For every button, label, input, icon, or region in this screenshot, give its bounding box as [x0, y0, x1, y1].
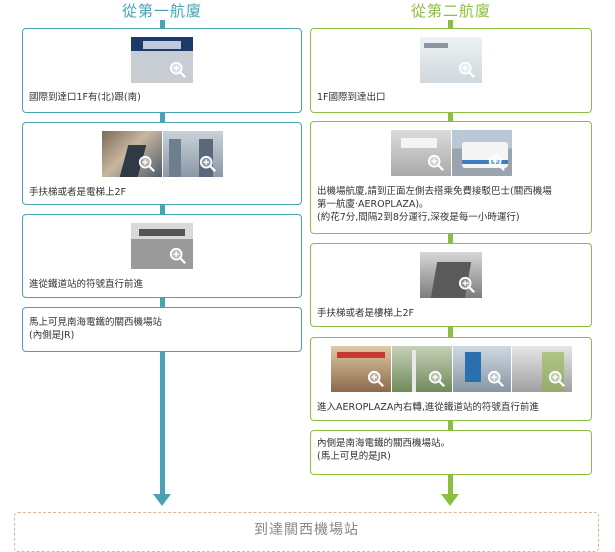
t2-step2-caption-line2: 第一航廈‧AEROPLAZA)。: [317, 199, 429, 210]
t1-step2-photo-2[interactable]: [162, 131, 223, 177]
t2-step4-photo-1[interactable]: [330, 346, 391, 392]
t1-step1-photo[interactable]: [131, 37, 193, 83]
t2-step3-photo[interactable]: [420, 252, 482, 298]
terminal2-arrow-down-icon: [441, 494, 459, 506]
zoom-icon[interactable]: [458, 276, 476, 294]
t2-step-1: 1F國際到達出口: [310, 28, 592, 113]
zoom-icon[interactable]: [428, 370, 446, 388]
t2-step2-photo-2[interactable]: [451, 130, 512, 176]
t2-step4-photo-4[interactable]: [511, 346, 572, 392]
t1-step-3: 進從鐵道站的符號直行前進: [22, 214, 302, 298]
t2-step4-photo-2[interactable]: [391, 346, 452, 392]
t2-step-5: 內側是南海電鐵的關西機場站。 (馬上可見的是JR): [310, 430, 592, 475]
zoom-icon[interactable]: [458, 61, 476, 79]
t1-step-1: 國際到達口1F有(北)跟(南): [22, 28, 302, 113]
t2-step4-photo-3[interactable]: [452, 346, 511, 392]
t2-step2-caption-line1: 出機場航廈,請到正面左側去搭乘免費接駁巴士(關西機場: [317, 186, 552, 197]
t2-step5-caption-line1: 內側是南海電鐵的關西機場站。: [317, 438, 451, 449]
zoom-icon[interactable]: [487, 370, 505, 388]
t1-step-2: 手扶梯或者是電梯上2F: [22, 122, 302, 205]
zoom-icon[interactable]: [548, 370, 566, 388]
t2-step3-caption: 手扶梯或者是樓梯上2F: [317, 308, 415, 319]
t2-step5-caption-line2: (馬上可見的是JR): [317, 451, 391, 462]
t1-step-4: 馬上可見南海電鐵的關西機場站 (內側是JR): [22, 307, 302, 352]
terminal1-title: 從第一航廈: [121, 2, 202, 20]
zoom-icon[interactable]: [427, 154, 445, 172]
t2-step-4: 進入AEROPLAZA內右轉,進從鐵道站的符號直行前進: [310, 337, 592, 421]
t2-step1-caption: 1F國際到達出口: [317, 92, 386, 103]
destination-box: 到達關西機場站: [14, 512, 599, 552]
t1-step2-photo-1[interactable]: [101, 131, 162, 177]
zoom-icon[interactable]: [199, 155, 217, 173]
t1-step4-caption-line1: 馬上可見南海電鐵的關西機場站: [29, 317, 163, 328]
t2-step2-photo-1[interactable]: [390, 130, 451, 176]
terminal2-title: 從第二航廈: [410, 2, 491, 20]
t2-step4-caption: 進入AEROPLAZA內右轉,進從鐵道站的符號直行前進: [317, 402, 539, 413]
zoom-icon[interactable]: [488, 154, 506, 172]
t1-step3-photo[interactable]: [131, 223, 193, 269]
t1-step2-caption: 手扶梯或者是電梯上2F: [29, 187, 127, 198]
t2-step-2: 出機場航廈,請到正面左側去搭乘免費接駁巴士(關西機場 第一航廈‧AEROPLAZ…: [310, 121, 592, 234]
t1-step3-caption: 進從鐵道站的符號直行前進: [29, 279, 144, 290]
zoom-icon[interactable]: [169, 247, 187, 265]
destination-label: 到達關西機場站: [254, 522, 359, 538]
t2-step1-photo[interactable]: [420, 37, 482, 83]
t2-step-3: 手扶梯或者是樓梯上2F: [310, 243, 592, 327]
t1-step1-caption: 國際到達口1F有(北)跟(南): [29, 92, 141, 103]
zoom-icon[interactable]: [367, 370, 385, 388]
zoom-icon[interactable]: [138, 155, 156, 173]
zoom-icon[interactable]: [169, 61, 187, 79]
t2-step2-caption-line3: (約花7分,間隔2到8分運行,深夜是每一小時運行): [317, 212, 520, 223]
t1-step4-caption-line2: (內側是JR): [29, 330, 75, 341]
terminal1-arrow-down-icon: [153, 494, 171, 506]
